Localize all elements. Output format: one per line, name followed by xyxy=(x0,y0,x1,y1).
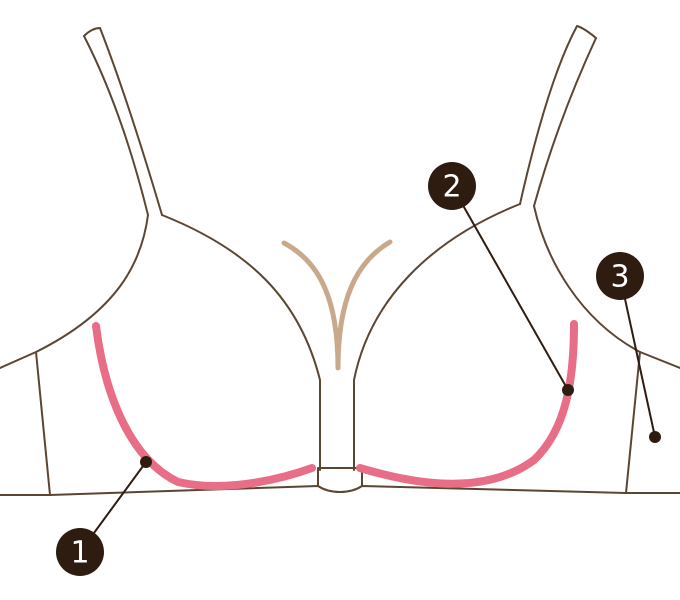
right-side-band xyxy=(625,351,680,494)
callout-3-badge xyxy=(596,252,644,300)
callout-2-badge xyxy=(428,162,476,210)
callout-3-leader xyxy=(619,275,656,438)
right-strap-inner xyxy=(533,37,597,207)
callout-2-dot xyxy=(562,384,574,396)
left-strap-inner xyxy=(83,35,149,216)
bottom-band xyxy=(0,485,680,496)
left-strap xyxy=(83,27,163,216)
callout-1-number: 1 xyxy=(70,536,89,571)
callout-2-leader xyxy=(451,185,569,391)
center-gore xyxy=(317,467,363,487)
left-underwire xyxy=(92,322,316,490)
callout-3-dot xyxy=(649,431,661,443)
callout-1-badge xyxy=(56,528,104,576)
callout-1-dot xyxy=(140,456,152,468)
left-side-band xyxy=(0,351,51,496)
right-underwire xyxy=(356,320,578,488)
center-bone xyxy=(281,239,393,371)
callout-2-number: 2 xyxy=(442,170,461,205)
callout-3-number: 3 xyxy=(610,260,629,295)
left-cup xyxy=(35,214,321,471)
right-cup xyxy=(353,203,641,471)
right-strap xyxy=(519,25,597,205)
